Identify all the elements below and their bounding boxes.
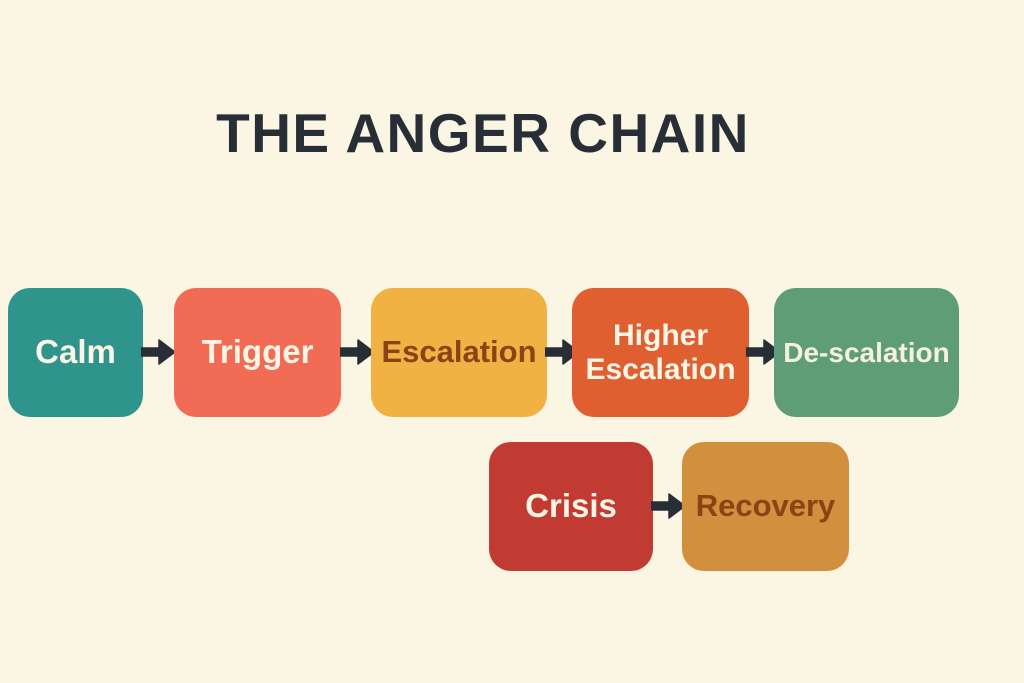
node-crisis-label: Crisis: [525, 487, 617, 525]
arrow-icon: [340, 339, 374, 365]
arrow-icon: [545, 339, 579, 365]
node-escalation: Escalation: [371, 288, 547, 417]
node-de-scalation-label: De-scalation: [783, 336, 950, 368]
node-calm: Calm: [8, 288, 143, 417]
node-higher-escalation: Higher Escalation: [572, 288, 749, 417]
arrow-icon: [746, 339, 780, 365]
arrow-icon: [141, 339, 175, 365]
arrow-icon: [651, 493, 685, 519]
node-trigger: Trigger: [174, 288, 341, 417]
node-escalation-label: Escalation: [381, 334, 537, 370]
node-recovery: Recovery: [682, 442, 849, 571]
node-recovery-label: Recovery: [695, 488, 836, 524]
node-de-scalation: De-scalation: [774, 288, 959, 417]
page-title: THE ANGER CHAIN: [216, 102, 750, 164]
node-higher-escalation-label: Higher Escalation: [585, 318, 736, 386]
node-trigger-label: Trigger: [201, 333, 314, 371]
node-calm-label: Calm: [35, 333, 116, 371]
node-crisis: Crisis: [489, 442, 653, 571]
